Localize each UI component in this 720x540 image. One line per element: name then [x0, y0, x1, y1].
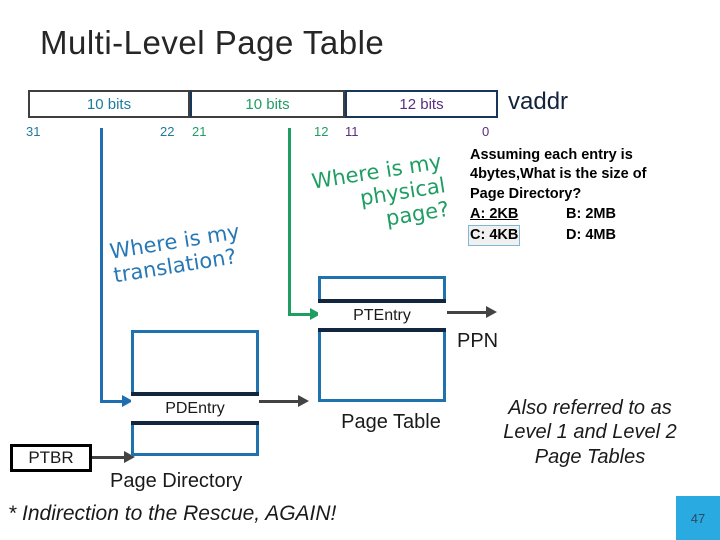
bit-label-0: 0 [482, 124, 490, 139]
ptbr-register-box: PTBR [10, 444, 92, 472]
indirection-footnote: * Indirection to the Rescue, AGAIN! [8, 502, 337, 525]
answer-option-b[interactable]: B: 2MB [566, 206, 616, 223]
connector-green-horizontal [288, 313, 314, 316]
page-table-box: PTEntry [318, 276, 446, 402]
connector-ptentry-to-ppn [447, 311, 492, 314]
answer-row-ab: A: 2KB B: 2MB [470, 205, 716, 224]
answer-options: A: 2KB B: 2MB C: 4KB D: 4MB [468, 205, 716, 247]
answer-row-cd: C: 4KB D: 4MB [468, 224, 716, 247]
answer-option-d[interactable]: D: 4MB [566, 226, 616, 243]
vaddr-bitfield-bar: 10 bits 10 bits 12 bits [28, 90, 498, 118]
question-block: Assuming each entry is 4bytes,What is th… [468, 146, 716, 247]
arrowhead-blue-to-pdentry [122, 395, 133, 407]
bit-label-31: 31 [26, 124, 41, 139]
page-directory-box: PDEntry [131, 330, 259, 456]
arrowhead-ptbr-to-pagedir [124, 451, 135, 463]
bit-label-11: 11 [345, 124, 359, 139]
bit-label-22: 22 [160, 124, 175, 139]
pdentry-row: PDEntry [131, 392, 259, 425]
arrowhead-green-to-ptentry [310, 308, 321, 320]
question-line-2: 4bytes,What is the size of [470, 166, 647, 183]
connector-pdentry-to-pagetable [259, 400, 304, 403]
question-line-1: Assuming each entry is [470, 147, 633, 163]
annotation-where-is-my-translation: Where is my translation? [108, 219, 242, 288]
question-line-3: Page Directory? [470, 185, 582, 202]
answer-option-a-cell: A: 2KB [470, 205, 566, 224]
connector-ptbr-to-pagedir [92, 456, 130, 459]
connector-green-vertical [288, 133, 291, 316]
annotation-where-is-my-physical-page: Where is my physical page? [310, 149, 451, 231]
connector-blue-vertical [100, 133, 103, 403]
vaddr-field-page-offset: 12 bits [345, 90, 498, 118]
bit-label-12: 12 [314, 124, 329, 139]
ptentry-row: PTEntry [318, 299, 446, 332]
page-title: Multi-Level Page Table [40, 24, 385, 61]
bit-label-21: 21 [192, 124, 207, 139]
connector-blue-horizontal [100, 400, 128, 403]
vaddr-field-page-table-index: 10 bits [190, 90, 345, 118]
vaddr-field-page-directory-index: 10 bits [28, 90, 190, 118]
page-directory-caption: Page Directory [110, 470, 243, 492]
page-table-caption: Page Table [341, 411, 441, 433]
arrowhead-pdentry-to-pagetable [298, 395, 309, 407]
page-number-badge: 47 [676, 496, 720, 540]
ppn-label: PPN [457, 330, 499, 352]
arrowhead-ptentry-to-ppn [486, 306, 497, 318]
answer-option-a[interactable]: A: 2KB [470, 206, 519, 223]
answer-option-c-selected[interactable]: C: 4KB [468, 224, 521, 247]
also-referred-note: Also referred to as Level 1 and Level 2 … [503, 397, 677, 468]
answer-option-c-cell: C: 4KB [468, 224, 566, 247]
vaddr-label: vaddr [508, 88, 569, 115]
